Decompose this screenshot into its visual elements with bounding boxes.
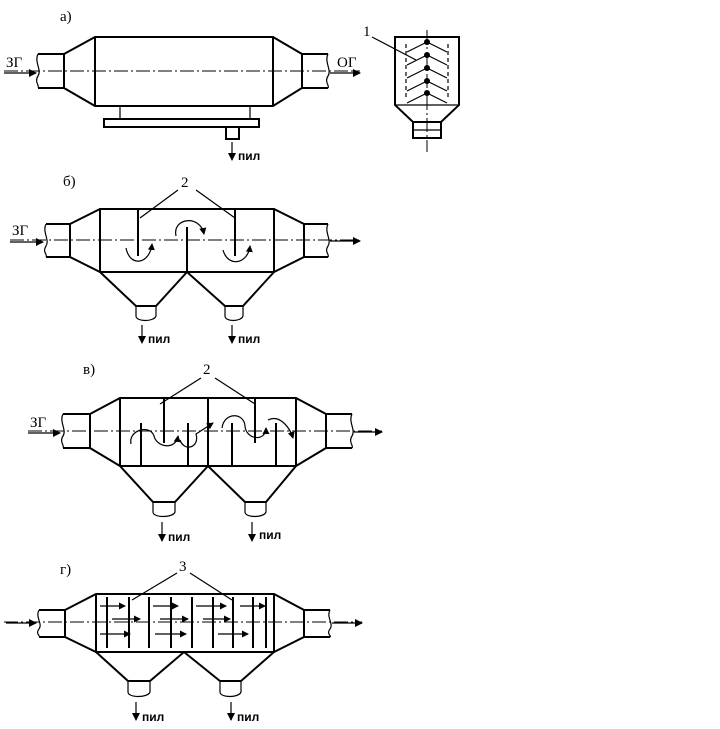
panel-v-hoppers [119, 464, 297, 503]
panel-a-dust-tray [103, 118, 260, 128]
panel-g-flow-arrows [100, 602, 266, 638]
panel-a-callout-leader [371, 36, 417, 61]
panel-b-flow-2 [175, 220, 207, 237]
panel-b-flow-3 [222, 245, 253, 263]
panel-b-callout: 2 [181, 175, 189, 191]
panel-g-letter: г) [60, 562, 71, 578]
panel-v-baffles [140, 398, 277, 466]
panel-v-inlet-label: ЗГ [30, 415, 47, 431]
panel-a-dust-label: пил [238, 149, 260, 163]
panel-v-flow-3 [221, 415, 270, 439]
panel-v: в) пил пил [28, 362, 383, 544]
panel-a-letter: а) [60, 9, 72, 25]
panel-b-hoppers [99, 270, 275, 307]
panel-g-callout: 3 [179, 559, 187, 575]
panel-b: б) пил пил ЗГ [10, 174, 361, 346]
panel-a: а) пил ЗГ ОГ [4, 9, 460, 163]
panel-b-dust-right: пил [238, 332, 260, 346]
panel-a-dust-outlet [225, 126, 240, 140]
panel-a-inlet-label: ЗГ [6, 55, 23, 71]
panel-v-callout: 2 [203, 362, 211, 378]
panel-v-letter: в) [83, 362, 95, 378]
panel-a-callout: 1 [363, 24, 371, 40]
panel-v-dust-right: пил [259, 528, 281, 542]
panel-g-dust-left: пил [142, 710, 164, 724]
panel-a-outlet-label: ОГ [337, 55, 357, 71]
panel-b-letter: б) [63, 174, 76, 190]
panel-v-flow-4 [267, 418, 295, 439]
panel-b-inlet-label: ЗГ [12, 223, 29, 239]
panel-v-flow-2 [179, 422, 214, 448]
panel-g-hoppers [95, 650, 275, 682]
panel-b-dust-left: пил [148, 332, 170, 346]
panel-a-outlet-pipe [302, 53, 330, 89]
panel-a-cross-section: 1 [363, 24, 460, 152]
panel-g: г) [4, 559, 363, 724]
panel-b-flow-1 [125, 243, 155, 262]
panel-v-flow-1 [130, 428, 181, 447]
panel-g-chamber-body [64, 593, 305, 653]
panel-a-shelves [406, 39, 448, 104]
panel-g-dust-right: пил [237, 710, 259, 724]
panel-v-dust-left: пил [168, 530, 190, 544]
